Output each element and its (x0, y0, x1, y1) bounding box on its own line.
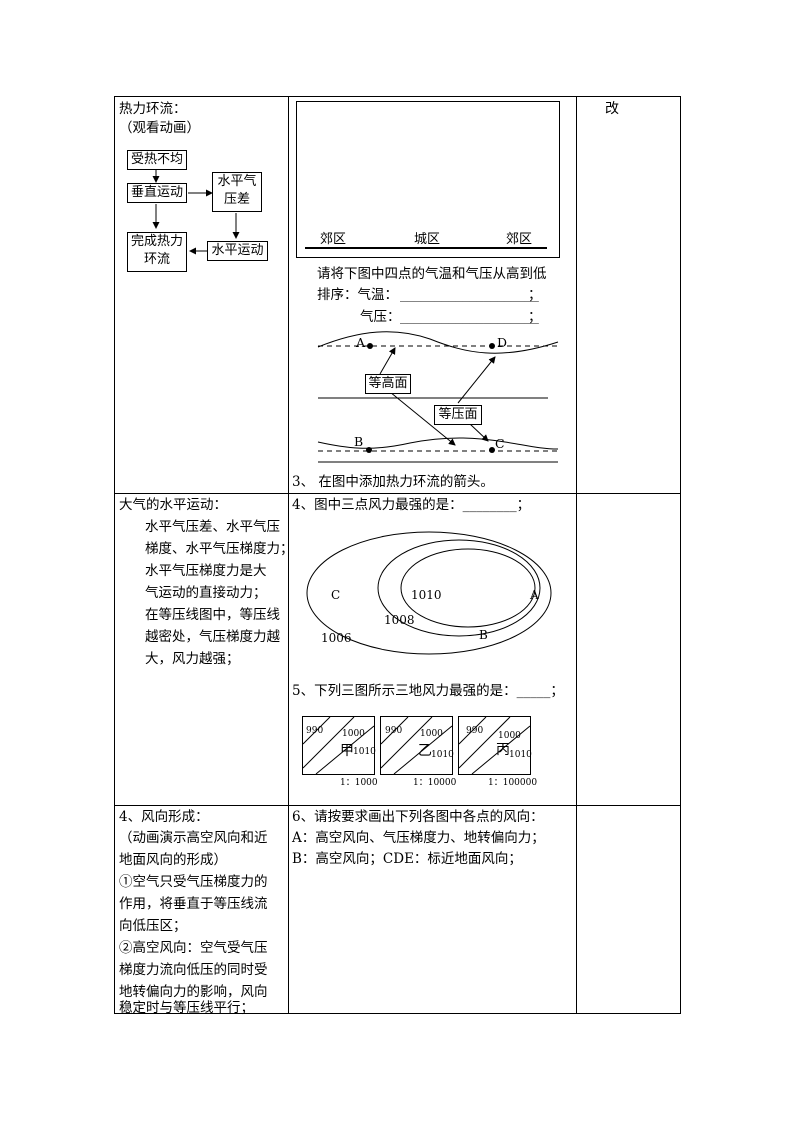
iso-label-c: C (331, 588, 341, 602)
map-label: 1010 (509, 750, 532, 760)
ground-line (305, 247, 547, 249)
map-label: 1000 (342, 729, 365, 739)
box-vertical-motion: 垂直运动 (127, 183, 187, 203)
box-complete-circulation: 完成热力 环流 (127, 232, 187, 272)
iso-label-1010: 1010 (411, 588, 442, 602)
lesson-table (114, 96, 681, 1014)
label-isoheight: 等高面 (365, 374, 411, 394)
text-line: ②高空风向：空气受气压 (119, 940, 268, 956)
question-ordering-intro: 请将下图中四点的气温和气压从高到低 (317, 266, 547, 282)
label-suburb-right: 郊区 (506, 232, 533, 247)
isobar-1008 (377, 539, 541, 637)
point-b-label: B (354, 434, 364, 449)
iso-label-a: A (530, 588, 539, 602)
isobar-1006 (306, 531, 552, 655)
box-horizontal-motion: 水平运动 (207, 241, 268, 261)
text-line: 梯度、水平气压梯度力； (145, 541, 294, 557)
isobar-map (306, 531, 552, 655)
column-divider (288, 97, 289, 1013)
text-line: 在等压线图中，等压线 (145, 607, 280, 623)
point-d-dot (489, 343, 495, 349)
map-scale: 1：1000 (340, 778, 378, 788)
map-label: 1010 (353, 747, 376, 757)
pointer-arrow (389, 391, 456, 446)
pointer-arrow (457, 356, 496, 404)
text-line: 水平气压差、水平气压 (145, 519, 280, 535)
section-title-horizontal-motion: 大气的水平运动： (119, 497, 227, 513)
pointer-arrow (379, 347, 396, 375)
upper-isobaric-curve (317, 331, 559, 354)
map-yi (380, 716, 453, 775)
iso-label-1006: 1006 (321, 631, 352, 645)
box-uneven-heating: 受热不均 (127, 150, 187, 170)
isobaric-surface-diagram (317, 331, 559, 463)
text-line: （动画演示高空风向和近 (119, 830, 268, 846)
map-name: 乙 (418, 743, 432, 759)
text-line: 地转偏向力的影响，风向 (119, 984, 268, 1000)
map-label: 990 (385, 726, 403, 736)
label-city: 城区 (414, 232, 441, 247)
question-pressure-label: 气压： (360, 309, 401, 325)
text-line: 地面风向的形成） (119, 852, 227, 868)
map-bing (458, 716, 531, 775)
row-divider (115, 493, 680, 494)
text-line: 大，风力越强； (145, 651, 240, 667)
pointer-arrow (469, 423, 489, 442)
text-line: 稳定时与等压线平行； (119, 1000, 254, 1016)
question-5: 5、下列三图所示三地风力最强的是：_____； (292, 683, 564, 699)
question-6b: B：高空风向；CDE：标近地面风向； (292, 851, 522, 867)
thermal-flow-diagram (152, 170, 240, 255)
text-line: 梯度力流向低压的同时受 (119, 962, 268, 978)
question-temperature-label: 排序：气温： (317, 287, 398, 303)
point-c-dot (489, 447, 495, 453)
row-divider (115, 805, 680, 806)
point-a-label: A (356, 335, 366, 350)
section-title-wind-formation: 4、风向形成： (119, 809, 209, 825)
point-b-dot (366, 447, 372, 453)
revision-column-header: 改 (605, 101, 619, 117)
map-name: 丙 (496, 742, 510, 758)
pressure-answer-blank[interactable]: ____________________ (400, 310, 539, 324)
question-6: 6、请按要求画出下列各图中各点的风向： (292, 809, 544, 825)
text-line: 越密处，气压梯度力越 (145, 629, 280, 645)
temperature-answer-blank[interactable]: ____________________ (400, 288, 539, 302)
map-scale: 1：100000 (488, 778, 538, 788)
label-isobaric: 等压面 (434, 405, 482, 425)
question-3: 3、 在图中添加热力环流的箭头。 (292, 474, 494, 490)
question-4: 4、图中三点风力最强的是：________； (292, 497, 531, 513)
column-divider (576, 97, 577, 1013)
map-label: 990 (466, 726, 484, 736)
section-subtitle-animation: （观看动画） (119, 120, 200, 136)
circulation-drawing-frame (296, 101, 560, 258)
box-horizontal-pressure-difference: 水平气 压差 (212, 172, 262, 212)
map-jia (302, 716, 375, 775)
text-line: 作用，将垂直于等压线流 (119, 896, 268, 912)
map-scale: 1：10000 (413, 778, 457, 788)
iso-label-b: B (479, 628, 488, 642)
map-label: 1000 (498, 731, 521, 741)
map-label: 1000 (420, 729, 443, 739)
iso-label-1008: 1008 (384, 613, 415, 627)
lower-isobaric-curve (317, 437, 559, 450)
text-line: ①空气只受气压梯度力的 (119, 874, 268, 890)
label-suburb-left: 郊区 (320, 232, 347, 247)
point-c-label: C (495, 436, 505, 451)
point-d-label: D (497, 335, 508, 350)
text-line: 水平气压梯度力是大 (145, 563, 267, 579)
semicolon: ； (528, 287, 542, 303)
question-6a: A：高空风向、气压梯度力、地转偏向力； (292, 830, 545, 846)
semicolon: ； (528, 309, 542, 325)
isobar-1010 (400, 548, 536, 628)
text-line: 向低压区； (119, 918, 187, 934)
map-label: 1010 (431, 750, 454, 760)
point-a-dot (367, 343, 373, 349)
section-title-thermal: 热力环流： (119, 101, 187, 117)
map-label: 990 (306, 726, 324, 736)
text-line: 气运动的直接动力； (145, 585, 267, 601)
map-name: 甲 (340, 743, 354, 759)
